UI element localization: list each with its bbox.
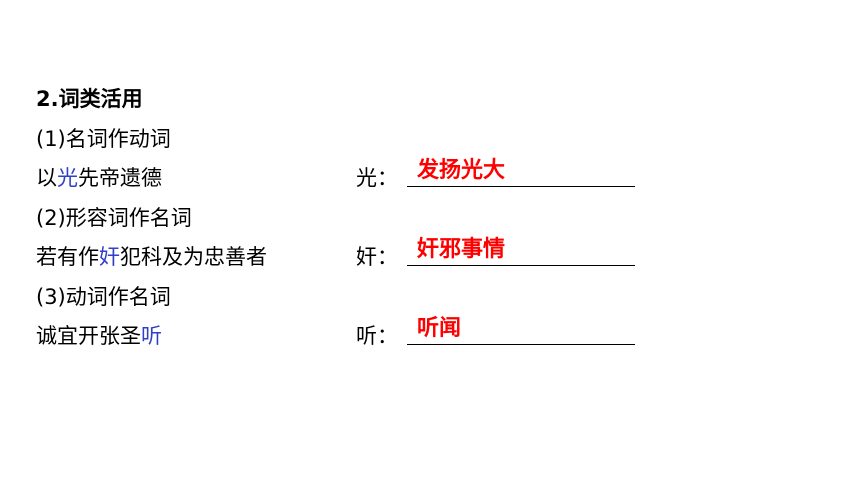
sentence-text-before: 以	[36, 166, 57, 190]
answer-text: 听闻	[417, 316, 462, 341]
sentence-text-before: 若有作	[36, 245, 99, 269]
section-title: 2.词类活用	[36, 87, 143, 111]
example-sentence-2: 若有作奸犯科及为忠善者	[36, 238, 267, 278]
answer-blank-line	[407, 186, 635, 187]
example-sentence-3: 诚宜开张圣听	[36, 317, 162, 357]
target-word: 奸：	[356, 238, 398, 278]
target-word: 光：	[356, 159, 398, 199]
category-label-3: (3)动词作名词	[36, 284, 171, 309]
sentence-text-after: 犯科及为忠善者	[120, 245, 267, 269]
example-row-3: 诚宜开张圣听 听： 听闻	[36, 316, 836, 357]
category-label-2: (2)形容词作名词	[36, 205, 192, 230]
example-row-1: 以光先帝遗德 光： 发扬光大	[36, 158, 836, 199]
colon: ：	[377, 324, 398, 348]
sentence-text-after: 先帝遗德	[78, 166, 162, 190]
colon: ：	[377, 166, 398, 190]
answer-blank-line	[407, 265, 635, 266]
highlighted-word: 听	[141, 324, 162, 348]
target-word-char: 光	[356, 166, 377, 190]
answer-text: 奸邪事情	[417, 237, 506, 262]
example-row-2: 若有作奸犯科及为忠善者 奸： 奸邪事情	[36, 237, 836, 278]
highlighted-word: 奸	[99, 245, 120, 269]
answer-text: 发扬光大	[417, 158, 506, 183]
category-label-1: (1)名词作动词	[36, 126, 171, 151]
target-word-char: 奸	[356, 245, 377, 269]
answer-blank-line	[407, 344, 635, 345]
example-sentence-1: 以光先帝遗德	[36, 159, 162, 199]
sentence-text-before: 诚宜开张圣	[36, 324, 141, 348]
target-word-char: 听	[356, 324, 377, 348]
target-word: 听：	[356, 317, 398, 357]
colon: ：	[377, 245, 398, 269]
highlighted-word: 光	[57, 166, 78, 190]
content-area: 2.词类活用 (1)名词作动词 以光先帝遗德 光： 发扬光大 (2)形容词作名词…	[36, 80, 836, 357]
